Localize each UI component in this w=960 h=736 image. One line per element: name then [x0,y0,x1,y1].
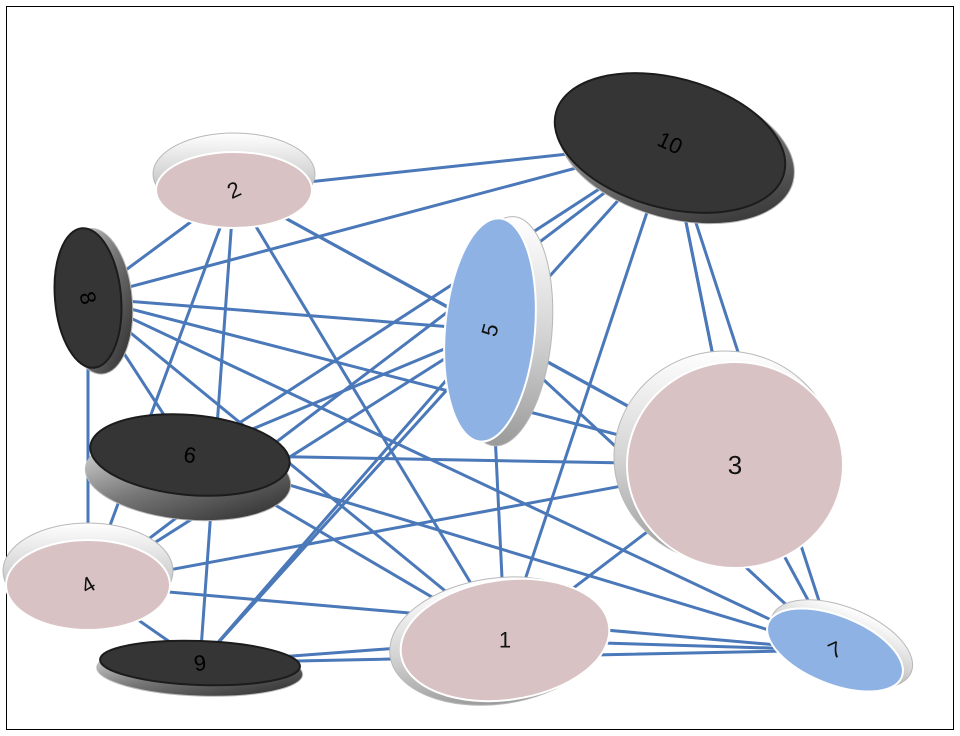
node-1-label: 1 [499,628,511,653]
node-9: 9 [96,639,304,697]
node-3-label: 3 [728,450,742,480]
edge-10-6 [188,141,672,457]
node-5: 5 [443,216,554,447]
edge-2-4 [88,188,236,585]
node-3-face [626,361,844,569]
edge-6-7 [188,453,837,652]
node-1: 1 [389,576,611,706]
edge-8-1 [86,296,507,642]
node-10-face [553,72,787,214]
node-8-face [53,227,123,369]
edge-10-9 [198,141,672,665]
node-4: 4 [2,522,174,631]
node-7: 7 [766,599,914,693]
node-6-face [89,413,291,497]
edge-9-5 [198,328,492,665]
node-5-face [443,217,537,443]
node-6-label: 6 [182,442,198,469]
node-7-face [766,607,904,693]
node-2-face [155,151,313,229]
node-8: 8 [53,227,134,375]
edge-10-8 [86,141,672,300]
node-2: 2 [152,132,316,229]
edge-2-1 [232,188,507,642]
node-10: 10 [553,72,795,225]
edge-8-5 [86,296,492,332]
node-9-face [99,639,301,687]
node-9-label: 9 [192,650,208,676]
nodes-layer: 1 2 3 4 5 6 7 8 9 10 [2,72,914,706]
node-6: 6 [84,413,292,522]
node-4-face [5,539,171,631]
node-1-face [399,577,611,703]
node-3: 3 [613,350,844,569]
edge-8-7 [86,296,837,652]
